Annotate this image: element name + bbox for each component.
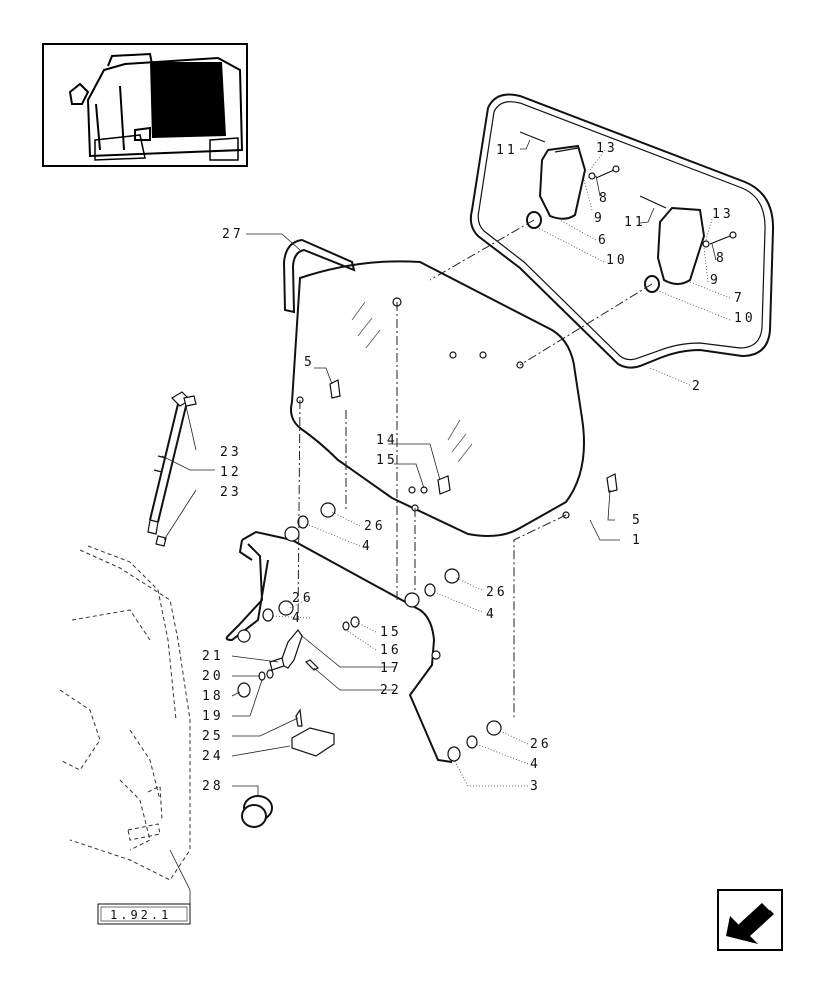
label-12: 12 [220,465,242,480]
label-9-upper: 9 [594,211,605,226]
label-11-lower: 11 [624,215,646,230]
washers [262,502,502,762]
label-4-d: 4 [530,757,541,772]
label-11-upper: 11 [496,143,518,158]
label-21: 21 [202,649,224,664]
part-labels: 11 13 8 9 6 10 11 13 8 9 7 10 27 2 5 14 … [202,141,756,794]
leader-lines [161,139,731,915]
label-5-right: 5 [632,513,643,528]
label-26-b: 26 [292,591,314,606]
label-26-c: 26 [486,585,508,600]
trim-piece [282,238,356,314]
end-cap [241,795,273,828]
label-19: 19 [202,709,224,724]
label-4-b: 4 [292,611,303,626]
label-2: 2 [692,379,703,394]
reference-box[interactable]: 1.92.1 [97,903,191,925]
label-26-d: 26 [530,737,552,752]
label-23-lower: 23 [220,485,242,500]
label-8-upper: 8 [599,191,610,206]
label-6: 6 [598,233,609,248]
label-24: 24 [202,749,224,764]
label-15-lower: 15 [380,625,402,640]
support-frame [225,526,453,763]
label-5-left: 5 [304,355,315,370]
rear-glass [290,260,585,537]
label-18: 18 [202,689,224,704]
label-17: 17 [380,661,402,676]
back-arrow-icon[interactable] [717,889,783,951]
label-8-lower: 8 [716,251,727,266]
label-10-upper: 10 [606,253,628,268]
label-13-lower: 13 [712,207,734,222]
label-10-lower: 10 [734,311,756,326]
label-26-a: 26 [364,519,386,534]
label-3: 3 [530,779,541,794]
hinge-upper [538,144,587,220]
label-4-a: 4 [362,539,373,554]
hinge-lower [656,206,706,285]
label-14: 14 [376,433,398,448]
window-seal [469,93,775,369]
reference-box-label: 1.92.1 [110,908,171,922]
label-22: 22 [380,683,402,698]
label-23-upper: 23 [220,445,242,460]
gas-strut [147,391,197,547]
cab-outline [59,545,191,881]
label-25: 25 [202,729,224,744]
latch-bracket [291,708,335,757]
label-9-lower: 9 [710,273,721,288]
label-15-upper: 15 [376,453,398,468]
alignment-lines [297,219,653,720]
label-27: 27 [222,227,244,242]
label-20: 20 [202,669,224,684]
label-4-c: 4 [486,607,497,622]
label-7: 7 [734,291,745,306]
label-1: 1 [632,533,643,548]
label-28: 28 [202,779,224,794]
tractor-cab-thumbnail [42,43,248,167]
label-16: 16 [380,643,402,658]
latch-assembly [237,628,320,698]
label-13-upper: 13 [596,141,618,156]
